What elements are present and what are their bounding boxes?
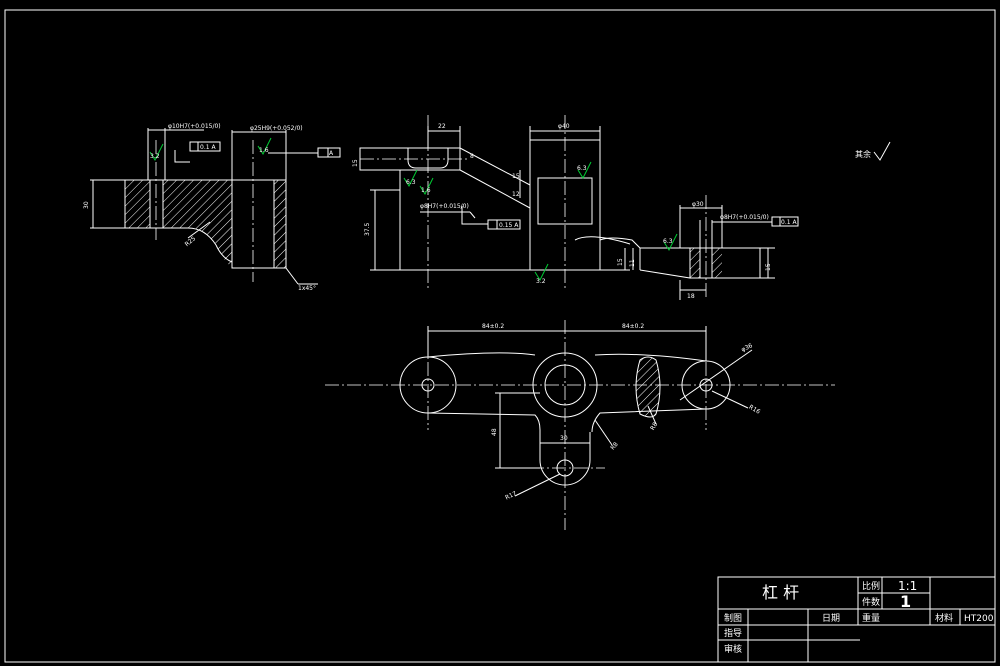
- hatch-section: [636, 357, 660, 417]
- roughness-value: 3.2: [150, 153, 160, 160]
- dim-small: 12: [512, 191, 520, 198]
- right-section-view: φ30 φ8H7(+0.015/0) 0.1 A 6.3 15 15 11 18: [617, 195, 799, 300]
- dim-boss: 30: [560, 435, 568, 442]
- scale-value: 1:1: [898, 579, 917, 593]
- hatch-right: [274, 180, 286, 268]
- title-block: 杠 杆 比例 1:1 件数 1 制图 日期 重量 材料 HT200 指导 审核: [717, 576, 996, 663]
- count-label: 件数: [862, 596, 880, 608]
- drawn-label: 制图: [724, 612, 742, 624]
- dim-r-right: R16: [748, 404, 762, 416]
- dim-height-right: 15: [765, 263, 772, 271]
- dim-radius: R25: [184, 235, 198, 248]
- tol-text: 0.1 A: [200, 144, 216, 151]
- dim-top-width: 22: [438, 123, 446, 130]
- dim-vertical: 48: [491, 428, 498, 436]
- drawing-border: [4, 9, 996, 663]
- roughness-value: 1.6: [259, 147, 269, 154]
- scale-label: 比例: [862, 580, 880, 592]
- front-view: 22 φ40 15 37.5 φ8H7(+0.015/0) 0.15 A 6.3…: [352, 115, 641, 290]
- dim-dia-right: φ36: [740, 342, 754, 353]
- dim-r-fillet: R8: [609, 441, 620, 452]
- dim-r-section: R8: [649, 421, 659, 432]
- dim-bottom-width: 18: [687, 293, 695, 300]
- guide-label: 指导: [724, 627, 742, 639]
- dim-hole-fit: φ8H7(+0.015/0): [720, 214, 769, 221]
- date-label: 日期: [822, 613, 840, 624]
- roughness-value: 6.3: [577, 165, 587, 172]
- count-value: 1: [900, 592, 911, 611]
- dim-bore-fit: φ25H9(+0.052/0): [250, 125, 303, 132]
- hatch-left: [125, 180, 150, 228]
- roughness-mark: [257, 137, 272, 156]
- part-name: 杠 杆: [762, 583, 799, 602]
- dim-left-span: 84±0.2: [482, 323, 504, 330]
- hatch-middle: [163, 180, 232, 268]
- dim-small: 15: [512, 173, 520, 180]
- dim-inner-hole: φ8H7(+0.015/0): [420, 203, 469, 210]
- roughness-mark: [577, 161, 592, 180]
- dim-sub-height: 11: [629, 259, 636, 267]
- review-label: 审核: [724, 643, 742, 655]
- material-value: HT200: [964, 614, 994, 624]
- datum-text: A: [329, 150, 334, 157]
- roughness-value: 1.6: [421, 187, 431, 194]
- hatch-right-view: [690, 248, 700, 278]
- roughness-mark: [663, 233, 678, 252]
- roughness-mark: [403, 169, 418, 188]
- dim-left-height: 15: [352, 159, 359, 167]
- tol-text: 0.15 A: [499, 222, 519, 229]
- left-section-view: φ10H7(+0.015/0) φ25H9(+0.052/0) 0.1 A A …: [83, 123, 341, 292]
- material-label: 材料: [935, 612, 953, 624]
- roughness-note: 其余: [855, 141, 891, 161]
- dim-hole-fit: φ10H7(+0.015/0): [168, 123, 221, 130]
- dim-height: 30: [83, 201, 90, 209]
- roughness-note-label: 其余: [855, 149, 871, 159]
- tol-text: 0.1 A: [781, 219, 797, 226]
- dim-height-left: 15: [617, 258, 624, 266]
- roughness-value: 6.3: [406, 179, 416, 186]
- dim-width: φ30: [692, 201, 704, 208]
- tol-frame-left-1: [189, 141, 221, 152]
- dim-chamfer: 1x45°: [298, 285, 316, 292]
- dim-small: 8: [470, 153, 474, 160]
- check-icon: [873, 141, 891, 161]
- dim-total-height: 37.5: [364, 222, 371, 236]
- roughness-mark: [419, 177, 434, 196]
- dim-r-bottom: R17: [504, 490, 518, 501]
- dim-boss-width: φ40: [558, 123, 570, 130]
- roughness-value: 3.2: [536, 278, 546, 285]
- plan-view: 84±0.2 84±0.2 48 30 φ36 R16 R8 R8 R17: [325, 320, 835, 530]
- roughness-mark: [534, 263, 549, 282]
- dim-right-span: 84±0.2: [622, 323, 644, 330]
- weight-label: 重量: [862, 612, 880, 624]
- roughness-mark: [149, 143, 164, 162]
- roughness-value: 6.3: [663, 238, 673, 245]
- tol-frame-right: [771, 216, 799, 227]
- hatch-right-view: [712, 248, 722, 278]
- tol-frame-left-2: [317, 147, 341, 158]
